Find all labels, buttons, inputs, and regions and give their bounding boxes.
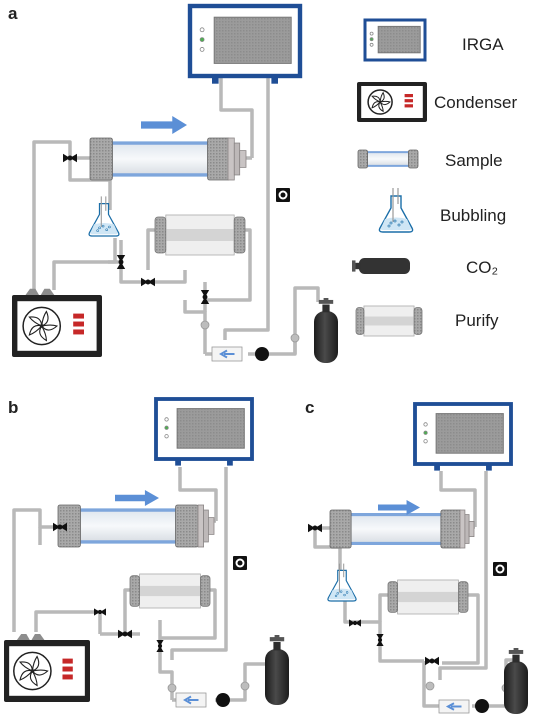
knob-icon	[167, 683, 177, 693]
tube-line	[178, 467, 218, 521]
tube-line	[223, 78, 270, 340]
pump-icon	[255, 347, 269, 361]
co2-cylinder-icon	[504, 648, 528, 714]
purify-icon	[129, 573, 211, 609]
flowmeter-icon	[438, 699, 470, 714]
tube-line	[183, 300, 207, 354]
valve-icon	[118, 629, 132, 639]
flowmeter-icon	[175, 692, 207, 708]
valve-icon	[349, 619, 361, 627]
tube-line	[378, 593, 388, 622]
tube-line	[148, 270, 187, 284]
sample-end-cap	[459, 509, 475, 549]
irga-icon	[413, 402, 513, 466]
legend-label-condenser: Condenser	[434, 93, 518, 112]
valve-icon	[156, 640, 164, 652]
flow-arrow	[115, 490, 159, 506]
sample-icon	[329, 509, 463, 549]
tube-line	[108, 238, 117, 264]
bubbling-flask-icon	[378, 188, 414, 233]
tube-line	[343, 600, 382, 640]
pump-icon	[493, 562, 507, 576]
irga-ports	[212, 76, 278, 84]
sample-end-cap	[227, 137, 247, 181]
tube-line	[146, 228, 156, 270]
tube-line	[378, 640, 424, 663]
sample-icon	[57, 504, 199, 548]
co2-cylinder-icon	[265, 635, 289, 705]
co2-cylinder-icon	[314, 298, 338, 363]
panel-label-c: c	[305, 398, 315, 417]
tube-line	[422, 661, 440, 708]
pump-icon	[475, 699, 489, 713]
purify-icon	[154, 214, 246, 256]
valve-icon	[308, 523, 322, 533]
co2-cylinder-icon	[352, 258, 410, 274]
flow-arrow	[141, 116, 187, 134]
bubbling-flask-icon	[327, 563, 357, 602]
flow-arrow	[378, 500, 420, 515]
flowmeter-icon	[211, 346, 243, 362]
legend-label-purify: Purify	[455, 311, 499, 330]
valve-icon	[425, 656, 439, 666]
valve-icon	[63, 153, 77, 163]
tube-line	[442, 593, 480, 665]
irga-icon	[154, 397, 254, 461]
condenser-icon	[4, 640, 90, 702]
tube-line	[439, 471, 477, 527]
irga-ports	[434, 464, 492, 471]
pump-icon	[276, 188, 290, 202]
pump-icon	[233, 556, 247, 570]
legend-label-bubbling: Bubbling	[440, 206, 507, 225]
valve-icon	[200, 290, 210, 304]
tube-line	[160, 588, 217, 640]
irga-ports	[175, 459, 233, 466]
knob-icon	[200, 320, 210, 330]
valve-icon	[53, 522, 67, 532]
legend-label-irga: IRGA	[462, 35, 504, 54]
irga-icon	[187, 3, 303, 79]
tube-line	[68, 158, 112, 210]
pump-icon	[216, 693, 230, 707]
sample-icon	[357, 149, 419, 169]
knob-icon	[425, 681, 435, 691]
purify-icon	[355, 305, 423, 337]
tube-line	[438, 471, 488, 680]
bubbling-flask-icon	[88, 196, 120, 237]
tube-line	[119, 262, 148, 284]
tube-line	[12, 508, 60, 632]
sample-end-cap	[197, 504, 215, 548]
tube-line	[52, 240, 123, 290]
condenser-ports	[16, 633, 45, 640]
condenser-ports	[25, 288, 55, 295]
purify-icon	[387, 579, 469, 615]
valve-icon	[116, 255, 126, 269]
irga-icon	[363, 18, 427, 62]
sample-icon	[89, 137, 231, 181]
legend-label-sample: Sample	[445, 151, 503, 170]
tube-line	[123, 588, 130, 634]
valve-icon	[376, 634, 384, 646]
valve-icon	[141, 277, 155, 287]
tube-line	[170, 467, 228, 660]
panel-label-b: b	[8, 398, 19, 417]
knob-icon	[240, 681, 250, 691]
condenser-icon	[12, 295, 102, 357]
panel-label-a: a	[8, 4, 18, 23]
tube-line	[34, 610, 102, 634]
tube-line	[248, 286, 320, 356]
legend-label-co2: CO₂	[466, 258, 499, 277]
valve-icon	[94, 608, 106, 616]
knob-icon	[290, 333, 300, 343]
condenser-icon	[357, 82, 427, 122]
tube-line	[32, 140, 95, 290]
tube-line	[219, 78, 254, 158]
